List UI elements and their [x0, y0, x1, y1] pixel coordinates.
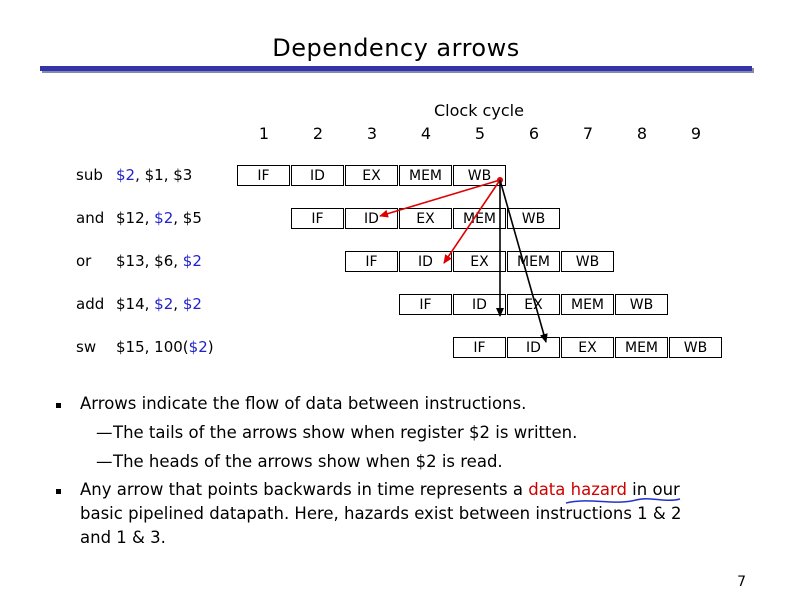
forward-arrow-sub-to-sw [499, 179, 548, 343]
instruction-row: sw $15, 100($2) [76, 338, 214, 358]
sub-bullet-dash: — [96, 423, 113, 442]
instruction-row: add $14, $2, $2 [76, 295, 202, 315]
hazard-text-after: in our [626, 480, 680, 499]
stage-cell-if: IF [453, 337, 506, 358]
cycle-number: 1 [258, 124, 270, 143]
stage-cell-wb: WB [615, 294, 668, 315]
instruction-row: sub $2, $1, $3 [76, 166, 192, 186]
bullet-marker [56, 489, 61, 494]
cycle-number: 5 [474, 124, 486, 143]
sub-bullet-text: The tails of the arrows show when regist… [113, 423, 578, 442]
handwritten-underline-mark [565, 497, 681, 504]
opcode: sw [76, 338, 97, 356]
stage-cell-id: ID [291, 165, 344, 186]
cycle-number: 4 [420, 124, 432, 143]
stage-cell-if: IF [399, 294, 452, 315]
stage-cell-ex: EX [507, 294, 560, 315]
operand-text: $14, [116, 295, 155, 313]
stage-cell-if: IF [237, 165, 290, 186]
stage-cell-ex: EX [345, 165, 398, 186]
opcode: or [76, 252, 92, 270]
register-2-operand: $2 [154, 295, 174, 313]
register-2-operand: $2 [116, 166, 136, 184]
stage-cell-ex: EX [453, 251, 506, 272]
sub-bullet-dash: — [96, 452, 113, 471]
stage-cell-if: IF [345, 251, 398, 272]
cycle-number: 2 [312, 124, 324, 143]
stage-cell-ex: EX [561, 337, 614, 358]
stage-cell-wb: WB [561, 251, 614, 272]
cycle-number: 9 [690, 124, 702, 143]
title-underline-bar [40, 66, 752, 71]
stage-cell-id: ID [453, 294, 506, 315]
register-2-operand: $2 [182, 295, 202, 313]
bullet-text: Arrows indicate the flow of data between… [80, 394, 527, 413]
stage-cell-id: ID [507, 337, 560, 358]
stage-cell-wb: WB [669, 337, 722, 358]
instruction-row: and $12, $2, $5 [76, 209, 202, 229]
stage-cell-if: IF [291, 208, 344, 229]
hazard-arrow-sub-to-or [443, 179, 501, 264]
stage-cell-wb: WB [507, 208, 560, 229]
cycle-number: 3 [366, 124, 378, 143]
operand-text: ) [207, 338, 214, 356]
opcode: and [76, 209, 105, 227]
operand-text: $12, [116, 209, 155, 227]
sub-bullet-text: The heads of the arrows show when $2 is … [113, 452, 503, 471]
page-number: 7 [737, 574, 746, 590]
operand-text: , $1, $3 [135, 166, 193, 184]
stage-cell-ex: EX [399, 208, 452, 229]
data-hazard-term: data hazard [528, 480, 627, 499]
stage-cell-mem: MEM [561, 294, 614, 315]
page-title: Dependency arrows [272, 34, 520, 62]
stage-cell-mem: MEM [615, 337, 668, 358]
operand-text: $15, 100( [116, 338, 189, 356]
register-2-operand: $2 [188, 338, 208, 356]
clock-cycle-label: Clock cycle [434, 101, 524, 120]
bullet-text-continued: and 1 & 3. [80, 528, 166, 547]
cycle-number: 7 [582, 124, 594, 143]
bullet-text-continued: basic pipelined datapath. Here, hazards … [80, 504, 682, 523]
cycle-number: 6 [528, 124, 540, 143]
hazard-text-before: Any arrow that points backwards in time … [80, 480, 529, 499]
bullet-marker [56, 403, 61, 408]
hazard-arrow-sub-to-and [379, 179, 501, 218]
operand-text: , $5 [173, 209, 202, 227]
bullet-text: Any arrow that points backwards in time … [80, 480, 680, 499]
stage-cell-mem: MEM [399, 165, 452, 186]
register-2-operand: $2 [182, 252, 202, 270]
operand-text: $13, $6, [116, 252, 183, 270]
cycle-number: 8 [636, 124, 648, 143]
instruction-row: or $13, $6, $2 [76, 252, 202, 272]
opcode: sub [76, 166, 103, 184]
register-2-operand: $2 [154, 209, 174, 227]
opcode: add [76, 295, 105, 313]
operand-text: , [173, 295, 183, 313]
